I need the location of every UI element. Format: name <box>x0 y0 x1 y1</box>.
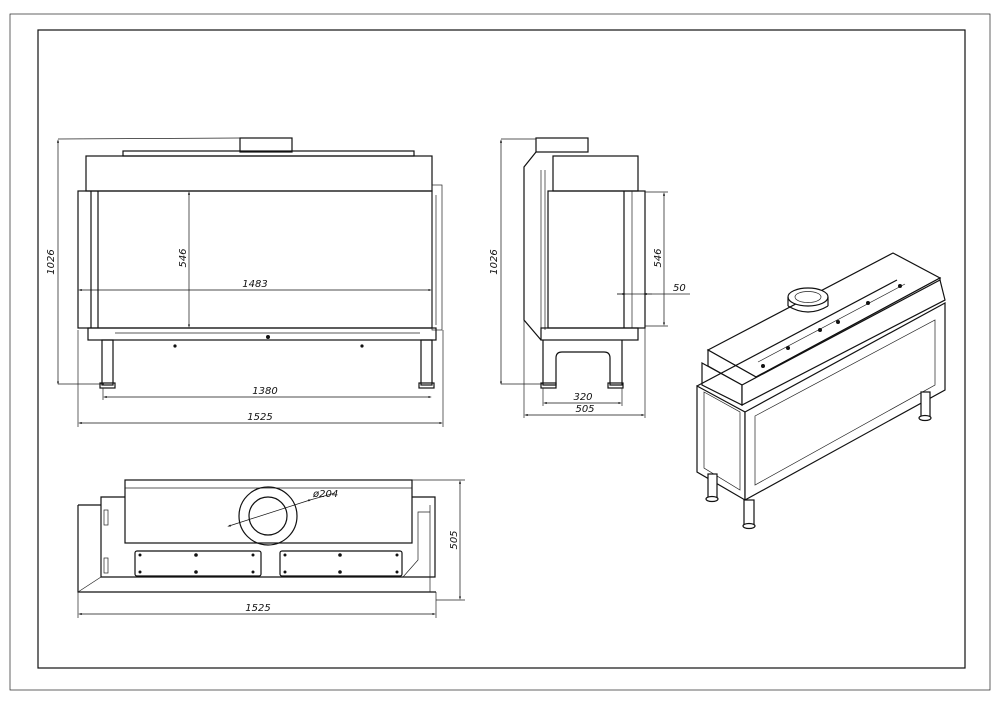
side-overall-depth-label: 505 <box>575 404 594 415</box>
front-view: 1026 546 1483 1380 1525 <box>46 137 444 427</box>
front-glass-height-label: 546 <box>178 248 189 267</box>
top-width-label: 1525 <box>245 603 270 614</box>
side-frame-depth-label: 50 <box>673 283 686 294</box>
side-view: 1026 546 50 320 505 <box>489 137 690 418</box>
side-glass-height-label: 546 <box>653 248 664 267</box>
front-height-label: 1026 <box>46 249 57 274</box>
side-height-label: 1026 <box>489 249 500 274</box>
sheet-inner-border <box>37 29 966 669</box>
front-overall-width-label: 1525 <box>247 412 272 423</box>
top-depth-label: 505 <box>449 530 460 549</box>
side-leg-spacing-label: 320 <box>573 392 592 403</box>
front-glass-width-label: 1483 <box>242 279 267 290</box>
top-view: ø204 505 1525 <box>77 479 465 618</box>
top-flue-diameter-label: ø204 <box>312 489 338 500</box>
isometric-view <box>696 252 946 530</box>
sheet-outer-border <box>9 13 991 691</box>
front-leg-spacing-label: 1380 <box>252 386 277 397</box>
